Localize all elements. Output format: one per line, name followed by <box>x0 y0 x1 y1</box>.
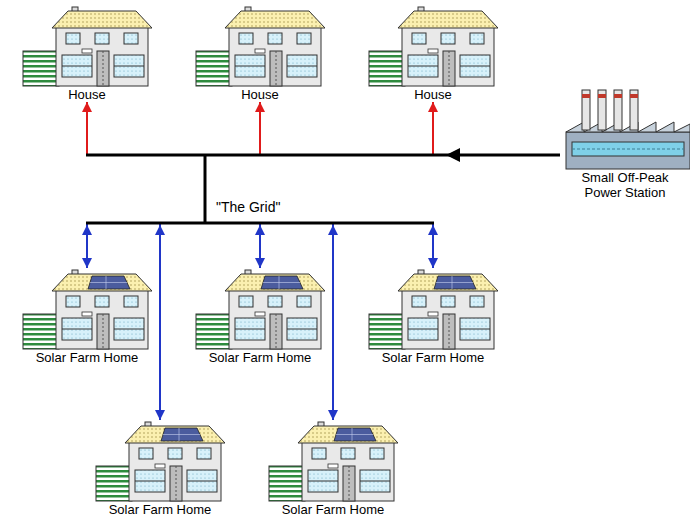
power-connector <box>433 102 560 155</box>
house: House <box>368 5 498 102</box>
building-label: House <box>200 87 320 102</box>
building-label: Solar Farm Home <box>270 502 396 517</box>
supply-arrowhead <box>446 148 460 162</box>
house: House <box>195 5 325 102</box>
building-figure <box>196 7 325 86</box>
power-connector <box>260 102 560 155</box>
building-figure <box>369 270 498 349</box>
power-connector <box>205 155 560 268</box>
solar-home: Solar Farm Home <box>22 268 152 365</box>
building-figure <box>566 90 690 169</box>
power-connector <box>205 155 560 268</box>
building-figure <box>269 422 398 501</box>
building-label: House <box>27 87 147 102</box>
building-figure <box>369 7 498 86</box>
building-label: Solar Farm Home <box>24 350 150 365</box>
building-label: Solar Farm Home <box>197 350 323 365</box>
power-connector <box>160 155 560 420</box>
lower-bus <box>86 222 434 225</box>
grid-label: "The Grid" <box>216 199 280 215</box>
arrowhead <box>328 225 338 235</box>
building-illustration <box>268 420 398 502</box>
building-label: Solar Farm Home <box>97 502 223 517</box>
building-figure <box>96 422 225 501</box>
solar-home: Solar Farm Home <box>95 420 225 517</box>
grid-side-arrowheads <box>82 225 438 235</box>
building-figure <box>23 270 152 349</box>
building-illustration <box>560 88 690 170</box>
power-connector <box>87 102 560 155</box>
building-label: House <box>373 87 493 102</box>
building-illustration <box>368 268 498 350</box>
grid-bus <box>86 155 560 223</box>
building-figure <box>23 7 152 86</box>
power-station: Small Off-Peak Power Station <box>560 88 690 200</box>
grid-trunk <box>204 155 207 223</box>
building-illustration <box>195 5 325 87</box>
house: House <box>22 5 152 102</box>
building-figure <box>196 270 325 349</box>
building-label: Solar Farm Home <box>370 350 496 365</box>
solar-home: Solar Farm Home <box>368 268 498 365</box>
solar-home: Solar Farm Home <box>268 420 398 517</box>
arrowhead <box>255 225 265 235</box>
building-illustration <box>95 420 225 502</box>
power-connector <box>87 155 560 268</box>
building-illustration <box>22 5 152 87</box>
building-illustration <box>22 268 152 350</box>
building-label: Small Off-Peak Power Station <box>569 170 681 200</box>
upper-bus <box>86 154 560 157</box>
building-illustration <box>368 5 498 87</box>
arrowhead <box>155 225 165 235</box>
arrowhead <box>82 225 92 235</box>
solar-home: Solar Farm Home <box>195 268 325 365</box>
building-illustration <box>195 268 325 350</box>
arrowhead <box>428 225 438 235</box>
